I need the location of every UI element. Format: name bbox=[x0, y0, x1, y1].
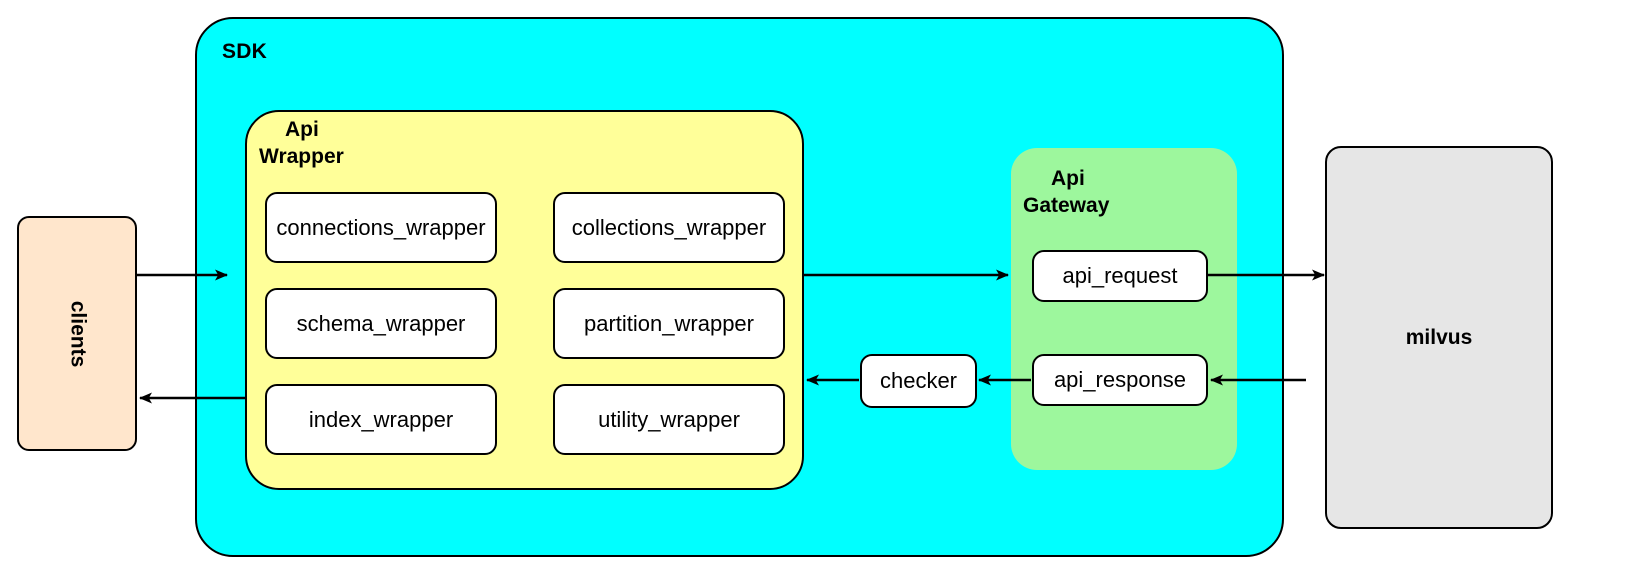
api-wrapper-label: Api Wrapper bbox=[259, 116, 409, 171]
clients-label: clients bbox=[66, 300, 89, 367]
api-gateway-label-line2: Gateway bbox=[1023, 194, 1110, 218]
api-gateway-container[interactable] bbox=[1011, 148, 1237, 470]
node-collections-wrapper[interactable]: collections_wrapper bbox=[553, 192, 785, 263]
api-gateway-label: Api Gateway bbox=[1023, 165, 1183, 220]
node-api-request[interactable]: api_request bbox=[1032, 250, 1208, 302]
node-api-response[interactable]: api_response bbox=[1032, 354, 1208, 406]
node-checker[interactable]: checker bbox=[860, 354, 977, 408]
node-clients[interactable]: clients bbox=[17, 216, 137, 451]
node-partition-wrapper[interactable]: partition_wrapper bbox=[553, 288, 785, 359]
api-gateway-label-line1: Api bbox=[1051, 167, 1085, 190]
sdk-label: SDK bbox=[222, 40, 267, 63]
api-wrapper-label-line1: Api bbox=[285, 118, 319, 141]
api-wrapper-label-line2: Wrapper bbox=[259, 145, 344, 169]
node-index-wrapper[interactable]: index_wrapper bbox=[265, 384, 497, 455]
node-milvus[interactable]: milvus bbox=[1325, 146, 1553, 529]
node-schema-wrapper[interactable]: schema_wrapper bbox=[265, 288, 497, 359]
node-utility-wrapper[interactable]: utility_wrapper bbox=[553, 384, 785, 455]
node-connections-wrapper[interactable]: connections_wrapper bbox=[265, 192, 497, 263]
